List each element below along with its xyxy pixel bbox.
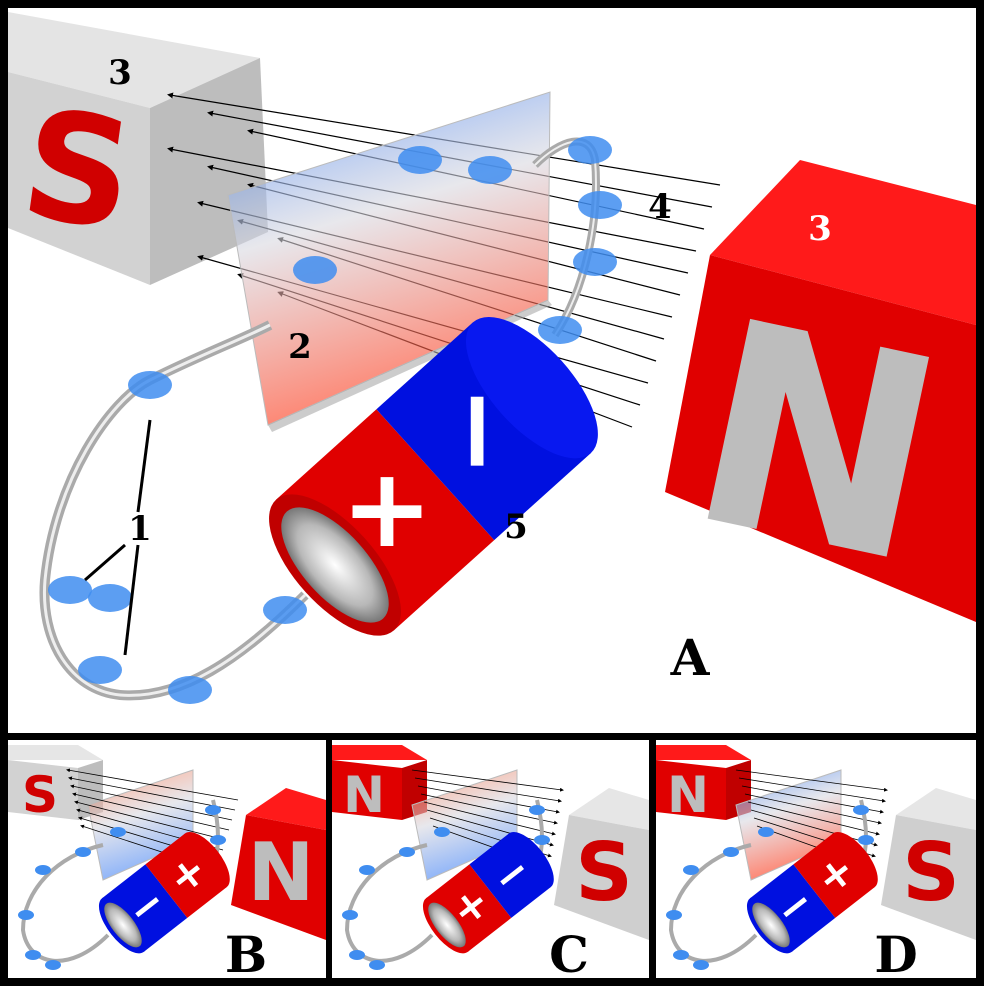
charge-carrier (263, 596, 307, 624)
panel-c: N S+−C (332, 740, 649, 984)
charge-carrier (25, 950, 41, 960)
charge-carrier (168, 676, 212, 704)
field-line (68, 776, 236, 811)
charge-carrier (78, 656, 122, 684)
charge-carrier (858, 835, 874, 845)
magnet-pole-label: S (902, 826, 960, 919)
magnet-left-south: S 3 (8, 12, 268, 285)
battery: −+ (98, 832, 230, 954)
field-line (70, 784, 233, 821)
charge-carrier (568, 136, 612, 164)
charge-carrier (468, 156, 512, 184)
label-5-battery: 5 (504, 507, 528, 547)
field-line (72, 792, 230, 831)
charge-carrier (534, 835, 550, 845)
charge-carrier (110, 827, 126, 837)
charge-carrier (573, 248, 617, 276)
panel-b: S N−+B (8, 740, 326, 984)
field-line (414, 777, 562, 803)
charge-carrier (349, 950, 365, 960)
magnet-pole-label: N (248, 826, 315, 919)
charge-carrier (205, 805, 221, 815)
svg-text:1: 1 (128, 509, 152, 549)
battery: −+ (746, 832, 878, 954)
charge-carrier (853, 805, 869, 815)
magnet-pole-label: N (343, 766, 385, 824)
field-line (411, 769, 564, 792)
field-line (66, 768, 239, 801)
charge-carrier (434, 827, 450, 837)
charge-carrier (529, 805, 545, 815)
charge-carrier (398, 146, 442, 174)
panel-d: N S −+D (656, 740, 976, 984)
battery: +− (422, 832, 554, 954)
magnet-pole-label: N (667, 766, 709, 824)
magnet-left: S (8, 745, 103, 824)
charge-carrier (128, 371, 172, 399)
panel-letter-b: B (225, 925, 267, 984)
panel-letter-c: C (549, 925, 589, 984)
charge-carrier (45, 960, 61, 970)
label-2-plate: 2 (288, 327, 312, 367)
charge-carrier (369, 960, 385, 970)
panel-a: S 3 2 N 3 4 (8, 8, 976, 733)
field-line (744, 793, 882, 825)
charge-carrier (666, 910, 682, 920)
charge-carrier (48, 576, 92, 604)
label-3-left: 3 (108, 53, 132, 93)
charge-carrier (210, 835, 226, 845)
magnet-right: N (231, 788, 326, 940)
charge-carrier (578, 191, 622, 219)
magnet-right-north: N 3 (665, 160, 976, 627)
charge-carrier (293, 256, 337, 284)
field-line (423, 801, 556, 836)
battery: + − (269, 317, 598, 636)
charge-carrier (342, 910, 358, 920)
charge-carrier (723, 847, 739, 857)
magnet-left: N (656, 745, 751, 824)
label-4-field: 4 (648, 187, 672, 227)
battery-plus-sign: + (341, 444, 433, 572)
charge-carrier (673, 950, 689, 960)
charge-carrier (683, 865, 699, 875)
label-3-right: 3 (808, 209, 832, 249)
magnet-left: N (332, 745, 427, 824)
field-line (747, 801, 880, 836)
magnet-pole-label: S (575, 826, 633, 919)
field-line (735, 769, 888, 792)
panel-letter-a: A (670, 628, 711, 687)
charge-carrier (35, 865, 51, 875)
charge-carrier (88, 584, 132, 612)
field-line (750, 809, 878, 847)
charge-carrier (75, 847, 91, 857)
charge-carriers (48, 136, 622, 704)
charge-carrier (399, 847, 415, 857)
charge-carrier (359, 865, 375, 875)
field-line (420, 793, 558, 825)
field-line (74, 800, 227, 841)
charge-carrier (758, 827, 774, 837)
battery-minus-sign: − (410, 385, 538, 477)
label-1-charge-carriers: 1 (84, 419, 152, 656)
panel-letter-d: D (874, 925, 917, 984)
magnet-right: S (881, 788, 976, 940)
charge-carrier (18, 910, 34, 920)
magnet-pole-label: S (22, 766, 58, 824)
field-line (738, 777, 886, 803)
charge-carrier (693, 960, 709, 970)
small-panels: SN−+BNS+−CNS−+D (8, 740, 976, 984)
magnet-pole-label: S (12, 77, 143, 264)
magnet-right: S (554, 788, 649, 940)
field-line (426, 809, 554, 847)
charge-carrier (538, 316, 582, 344)
